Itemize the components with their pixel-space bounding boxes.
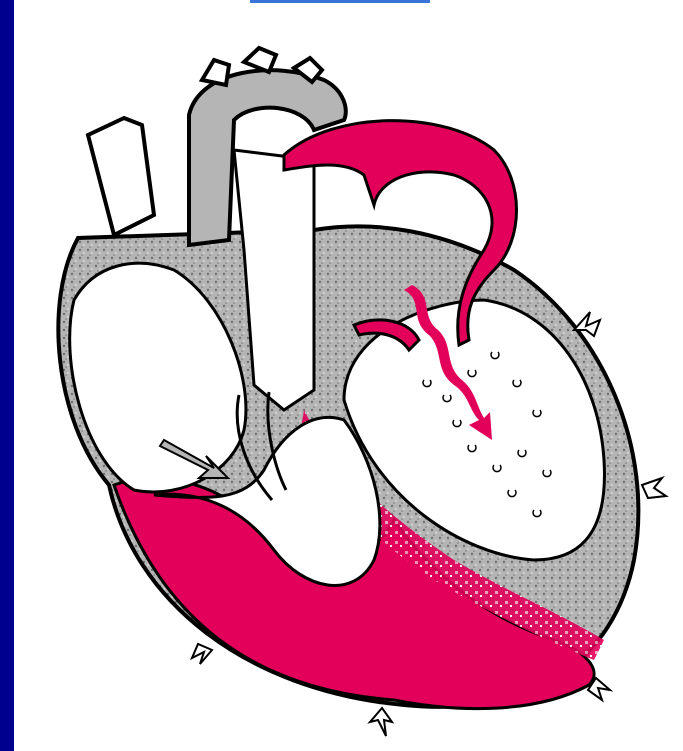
heart-cross-section-illustration: [14, 0, 683, 751]
wall-arrow-bottom: [370, 708, 392, 736]
wall-arrow-lower-left: [192, 644, 212, 664]
wall-arrow-right: [642, 478, 666, 498]
superior-vena-cava: [88, 118, 154, 235]
